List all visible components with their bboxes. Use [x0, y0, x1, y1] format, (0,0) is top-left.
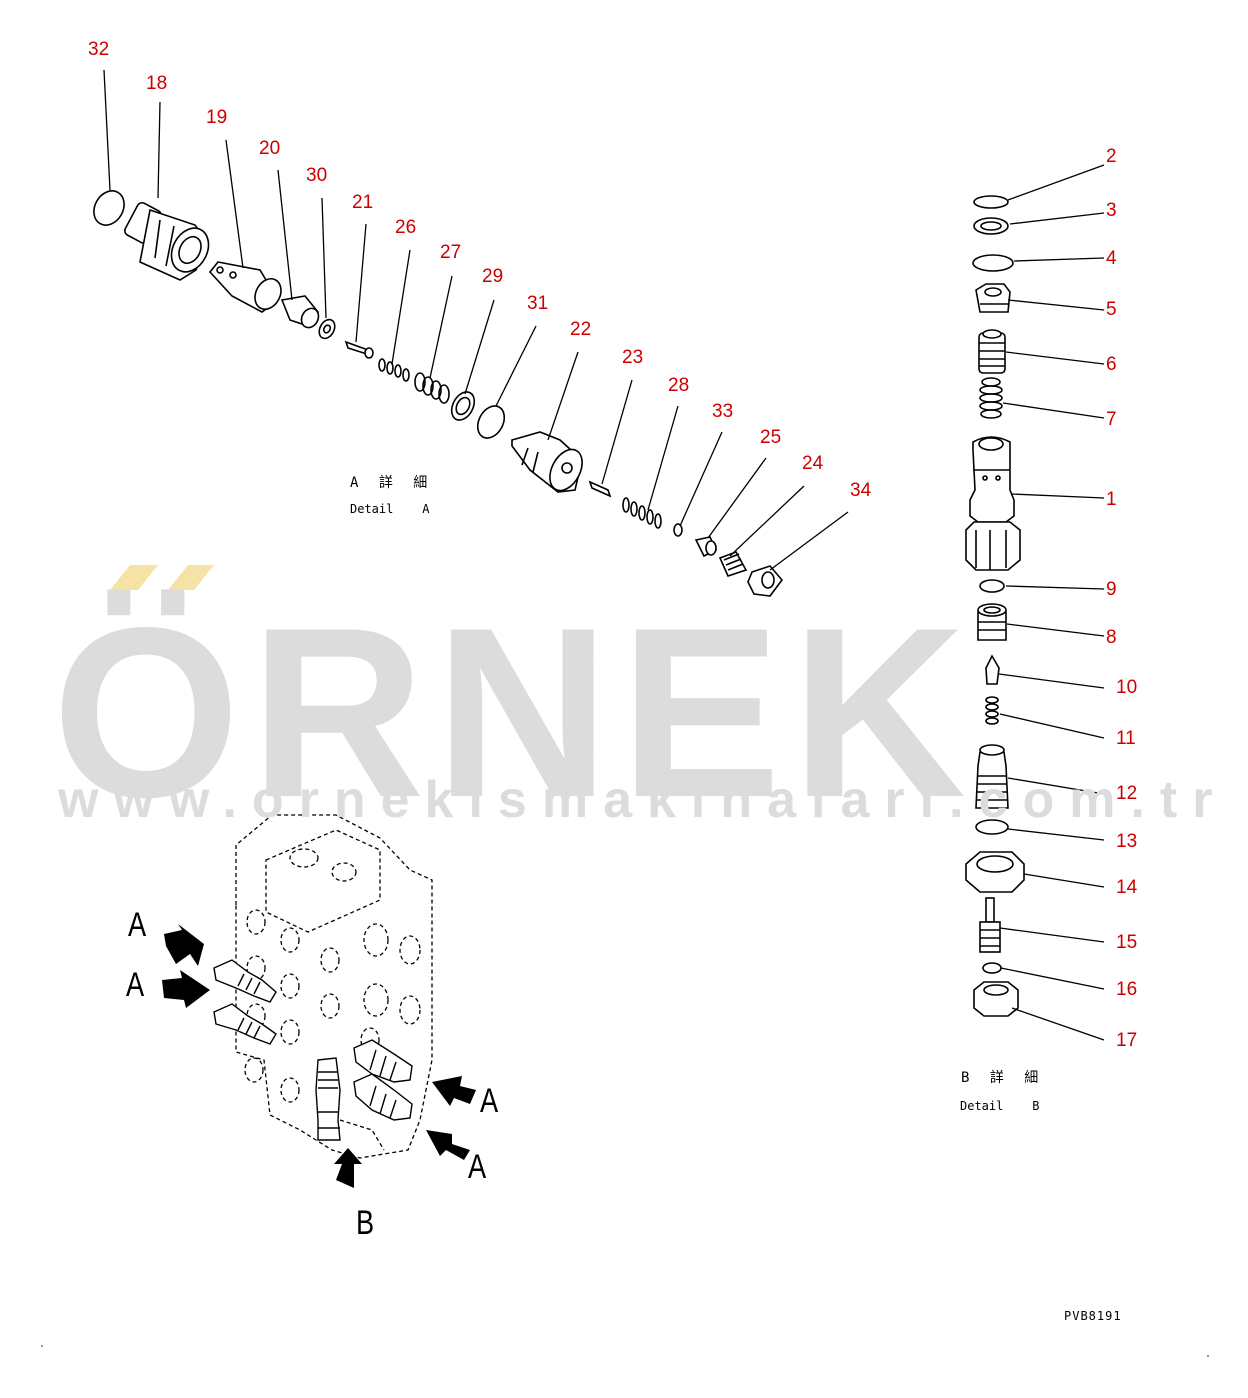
part-24-screw	[718, 551, 748, 577]
detail-b-callout-12: 12	[1116, 783, 1138, 804]
part-2-ring	[973, 195, 1009, 209]
part-19-sleeve	[208, 261, 282, 313]
part-21-pin	[344, 340, 374, 359]
detail-b-caption-en: Detail B	[960, 1099, 1040, 1113]
detail-b-callout-16: 16	[1116, 979, 1138, 1000]
detail-a-parts	[93, 190, 784, 597]
detail-a-callout-33: 33	[712, 401, 734, 422]
part-8-seat	[977, 603, 1007, 641]
view-arrows	[162, 924, 476, 1188]
detail-b-callout-4: 4	[1106, 248, 1117, 269]
part-7-spring	[979, 377, 1003, 419]
part-17-capnut	[973, 981, 1019, 1017]
detail-b-callout-13: 13	[1116, 831, 1138, 852]
drawing-code: PVB8191	[1064, 1309, 1122, 1323]
detail-a-callout-31: 31	[527, 293, 549, 314]
part-28-spring	[622, 497, 662, 529]
detail-a-callout-22: 22	[570, 319, 592, 340]
part-18-nut	[124, 201, 210, 281]
arrow-a-3	[432, 1076, 476, 1106]
detail-b-parts	[965, 195, 1025, 1017]
detail-b-leaders	[998, 164, 1105, 1041]
detail-a-callout-29: 29	[482, 266, 504, 287]
part-31-ring	[476, 405, 506, 439]
part-34-nut	[747, 565, 784, 597]
detail-b-callout-3: 3	[1106, 200, 1117, 221]
detail-a-caption-en: Detail A	[350, 502, 430, 516]
part-4-ring	[972, 254, 1014, 272]
detail-b-callout-15: 15	[1116, 932, 1138, 953]
arrow-b	[334, 1148, 362, 1188]
part-11-spring	[985, 696, 999, 725]
view-label-b: B	[356, 1204, 375, 1242]
detail-b-caption-jp: B 詳 細	[961, 1070, 1045, 1086]
part-33-ring	[673, 523, 683, 537]
detail-a-leaders	[103, 69, 849, 571]
part-1-body	[965, 436, 1021, 571]
part-22-body	[511, 431, 583, 493]
detail-a-callout-34: 34	[850, 480, 872, 501]
detail-b-callout-10: 10	[1116, 677, 1138, 698]
part-25-plug	[694, 536, 718, 558]
detail-a-callout-28: 28	[668, 375, 690, 396]
part-26-spring	[378, 358, 410, 382]
view-label-a-3: A	[480, 1082, 499, 1120]
valve-relief-cartridges	[213, 959, 413, 1141]
watermark-accent	[110, 565, 214, 590]
watermark-brand: ÖRNEK	[52, 578, 976, 848]
part-16-ring	[982, 962, 1002, 974]
detail-a-callout-30: 30	[306, 165, 328, 186]
detail-b-callout-6: 6	[1106, 354, 1117, 375]
part-5-plug	[975, 283, 1011, 313]
detail-a-callout-18: 18	[146, 73, 168, 94]
view-label-a-4: A	[468, 1148, 487, 1186]
detail-a-callout-23: 23	[622, 347, 644, 368]
detail-b-callout-5: 5	[1106, 299, 1117, 320]
arrow-a-4	[426, 1130, 470, 1160]
part-32-ring	[93, 190, 125, 226]
part-15-screw	[979, 897, 1001, 953]
detail-b-callout-17: 17	[1116, 1030, 1138, 1051]
detail-b-callout-9: 9	[1106, 579, 1117, 600]
part-12-adjuster	[975, 744, 1009, 809]
detail-a-callout-24: 24	[802, 453, 824, 474]
part-9-ring	[979, 579, 1005, 593]
part-20-plug	[280, 295, 320, 329]
detail-a-callout-27: 27	[440, 242, 462, 263]
part-23-pin	[588, 480, 612, 498]
arrow-a-2	[162, 970, 210, 1008]
detail-b-callout-2: 2	[1106, 146, 1117, 167]
part-10-poppet	[985, 654, 1000, 685]
part-14-locknut	[965, 851, 1025, 893]
detail-a-callout-21: 21	[352, 192, 374, 213]
detail-a-callout-19: 19	[206, 107, 228, 128]
detail-b-callout-14: 14	[1116, 877, 1138, 898]
detail-b-callout-1: 1	[1106, 489, 1117, 510]
detail-b-callout-11: 11	[1116, 728, 1136, 749]
part-27-spring	[414, 372, 450, 404]
detail-b-callout-8: 8	[1106, 627, 1117, 648]
view-label-a-2: A	[126, 966, 145, 1004]
detail-a-callout-26: 26	[395, 217, 417, 238]
detail-b-callout-7: 7	[1106, 409, 1117, 430]
view-label-a-1: A	[128, 906, 147, 944]
watermark-url: www.ornekismakinalari.com.tr	[58, 771, 1228, 829]
part-13-ring	[975, 819, 1009, 835]
detail-a-callout-32: 32	[88, 39, 110, 60]
corner-marks	[41, 1345, 1209, 1357]
detail-a-callout-20: 20	[259, 138, 281, 159]
arrow-a-1	[164, 924, 204, 966]
detail-a-callout-25: 25	[760, 427, 782, 448]
part-6-spool	[978, 329, 1006, 374]
detail-a-caption-jp: A 詳 細	[350, 475, 434, 491]
